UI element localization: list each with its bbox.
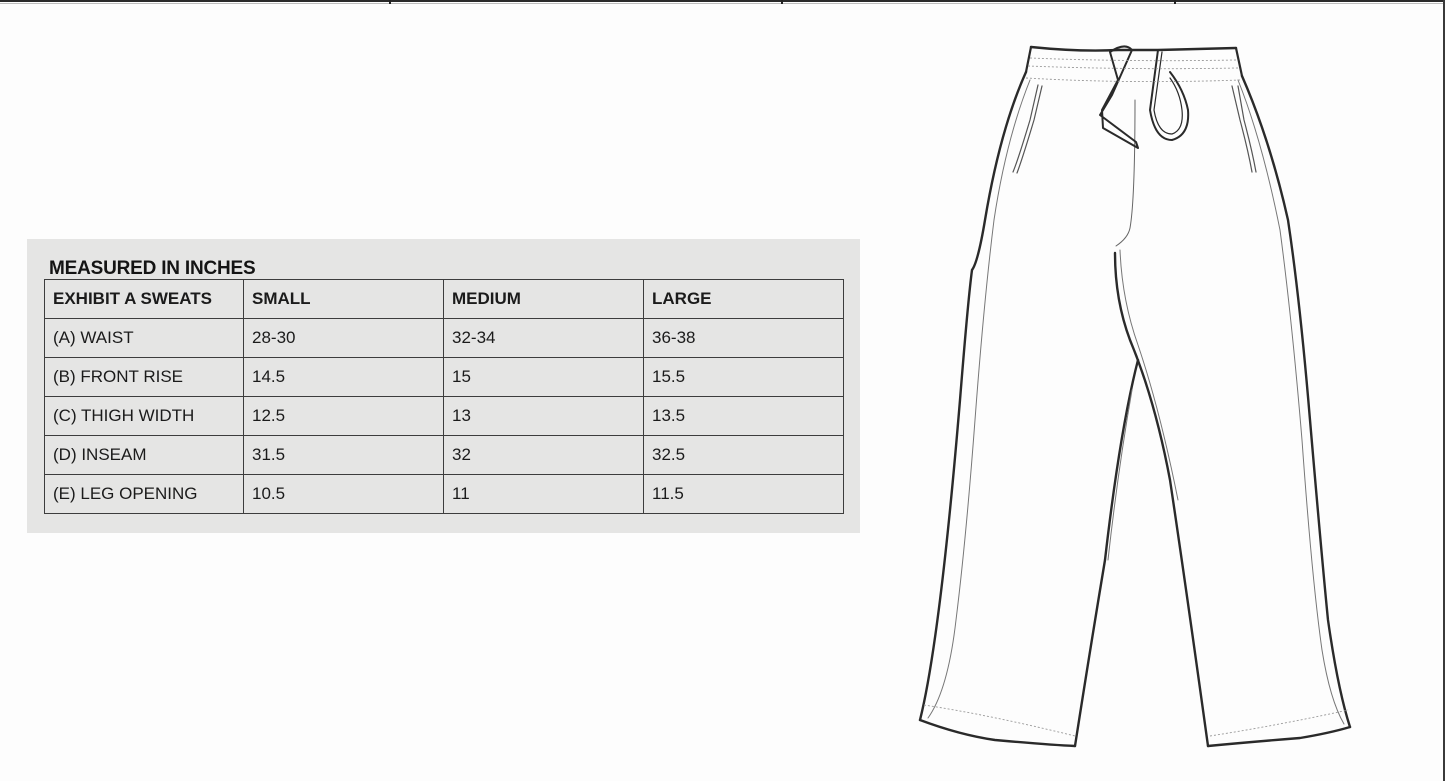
top-divider-tick: [781, 0, 783, 4]
cell-leg-opening-small: 10.5: [243, 474, 444, 514]
cell-front-rise-small: 14.5: [243, 357, 444, 397]
cell-leg-opening-medium: 11: [443, 474, 644, 514]
row-label-front-rise: (B) FRONT RISE: [44, 357, 244, 397]
table-row-inseam: (D) INSEAM 31.5 32 32.5: [44, 435, 844, 475]
top-divider-tick: [389, 0, 391, 4]
size-chart-title: MEASURED IN INCHES: [49, 258, 256, 279]
column-header-medium: MEDIUM: [443, 279, 644, 319]
row-label-inseam: (D) INSEAM: [44, 435, 244, 475]
size-chart-table: EXHIBIT A SWEATS SMALL MEDIUM LARGE (A) …: [44, 279, 844, 514]
row-label-thigh-width: (C) THIGH WIDTH: [44, 396, 244, 436]
cell-front-rise-medium: 15: [443, 357, 644, 397]
row-label-leg-opening: (E) LEG OPENING: [44, 474, 244, 514]
table-row-waist: (A) WAIST 28-30 32-34 36-38: [44, 318, 844, 358]
cell-inseam-large: 32.5: [643, 435, 844, 475]
cell-waist-medium: 32-34: [443, 318, 644, 358]
cell-waist-small: 28-30: [243, 318, 444, 358]
cell-thigh-width-small: 12.5: [243, 396, 444, 436]
column-header-small: SMALL: [243, 279, 444, 319]
cell-inseam-small: 31.5: [243, 435, 444, 475]
size-chart-panel: MEASURED IN INCHES EXHIBIT A SWEATS SMAL…: [27, 239, 860, 533]
right-border-rule: [1443, 0, 1445, 781]
top-border-rule: [0, 0, 1443, 2]
cell-thigh-width-large: 13.5: [643, 396, 844, 436]
cell-thigh-width-medium: 13: [443, 396, 644, 436]
table-header-row: EXHIBIT A SWEATS SMALL MEDIUM LARGE: [44, 279, 844, 319]
cell-front-rise-large: 15.5: [643, 357, 844, 397]
column-header-garment: EXHIBIT A SWEATS: [44, 279, 244, 319]
top-border-shadow: [0, 3, 1443, 4]
table-row-front-rise: (B) FRONT RISE 14.5 15 15.5: [44, 357, 844, 397]
top-divider-tick: [1174, 0, 1176, 4]
column-header-large: LARGE: [643, 279, 844, 319]
table-row-leg-opening: (E) LEG OPENING 10.5 11 11.5: [44, 474, 844, 514]
cell-leg-opening-large: 11.5: [643, 474, 844, 514]
row-label-waist: (A) WAIST: [44, 318, 244, 358]
sweatpants-illustration: [918, 45, 1352, 748]
cell-waist-large: 36-38: [643, 318, 844, 358]
table-row-thigh-width: (C) THIGH WIDTH 12.5 13 13.5: [44, 396, 844, 436]
cell-inseam-medium: 32: [443, 435, 644, 475]
